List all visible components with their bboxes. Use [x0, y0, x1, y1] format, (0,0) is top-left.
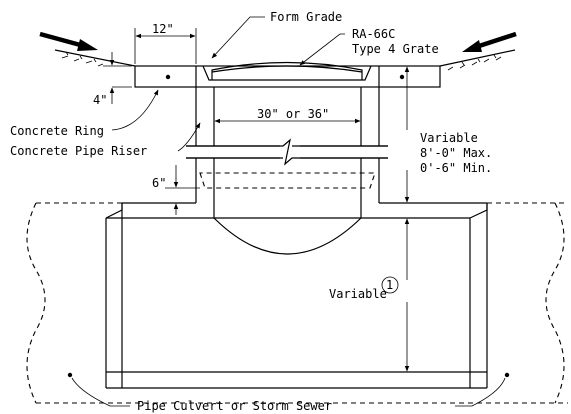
dim-ring-depth	[103, 52, 132, 104]
pipe-riser-label: Concrete Pipe Riser	[10, 144, 147, 158]
ground-left	[54, 49, 136, 67]
dim-ring-width	[134, 28, 197, 64]
riser-height-label: Variable	[420, 131, 478, 145]
grate-label-line2: Type 4 Grate	[352, 42, 439, 56]
grate	[202, 61, 372, 81]
leader-pipe-riser	[177, 122, 201, 152]
form-grade-label: Form Grade	[270, 10, 342, 24]
pipe-riser	[122, 66, 487, 255]
concrete-ring-label: Concrete Ring	[10, 124, 104, 138]
culvert-height-label: Variable	[329, 287, 387, 301]
flow-arrow-left	[39, 31, 98, 51]
ring-width-label: 12"	[152, 22, 174, 36]
riser-height-min: 0'-6" Min.	[420, 161, 492, 175]
note-number-circle	[381, 276, 399, 294]
flow-arrow-right	[462, 31, 517, 52]
dim-riser-bottom	[165, 165, 200, 215]
ring-depth-label: 4"	[93, 93, 107, 107]
leader-concrete-ring	[111, 89, 159, 131]
concrete-ring	[134, 65, 441, 88]
pipe-culvert-label: Pipe Culvert or Storm Sewer	[137, 399, 332, 413]
leader-pipe-culvert	[71, 377, 506, 407]
riser-diameter-label: 30" or 36"	[257, 107, 329, 121]
ground-right	[439, 49, 516, 71]
leader-grate	[299, 33, 345, 66]
note-number: 1	[386, 278, 393, 292]
pipe-culvert	[26, 202, 568, 404]
grate-label-line1: RA-66C	[352, 27, 395, 41]
riser-height-max: 8'-0" Max.	[420, 146, 492, 160]
leader-form-grade	[211, 16, 265, 59]
riser-bottom-label: 6"	[152, 176, 166, 190]
